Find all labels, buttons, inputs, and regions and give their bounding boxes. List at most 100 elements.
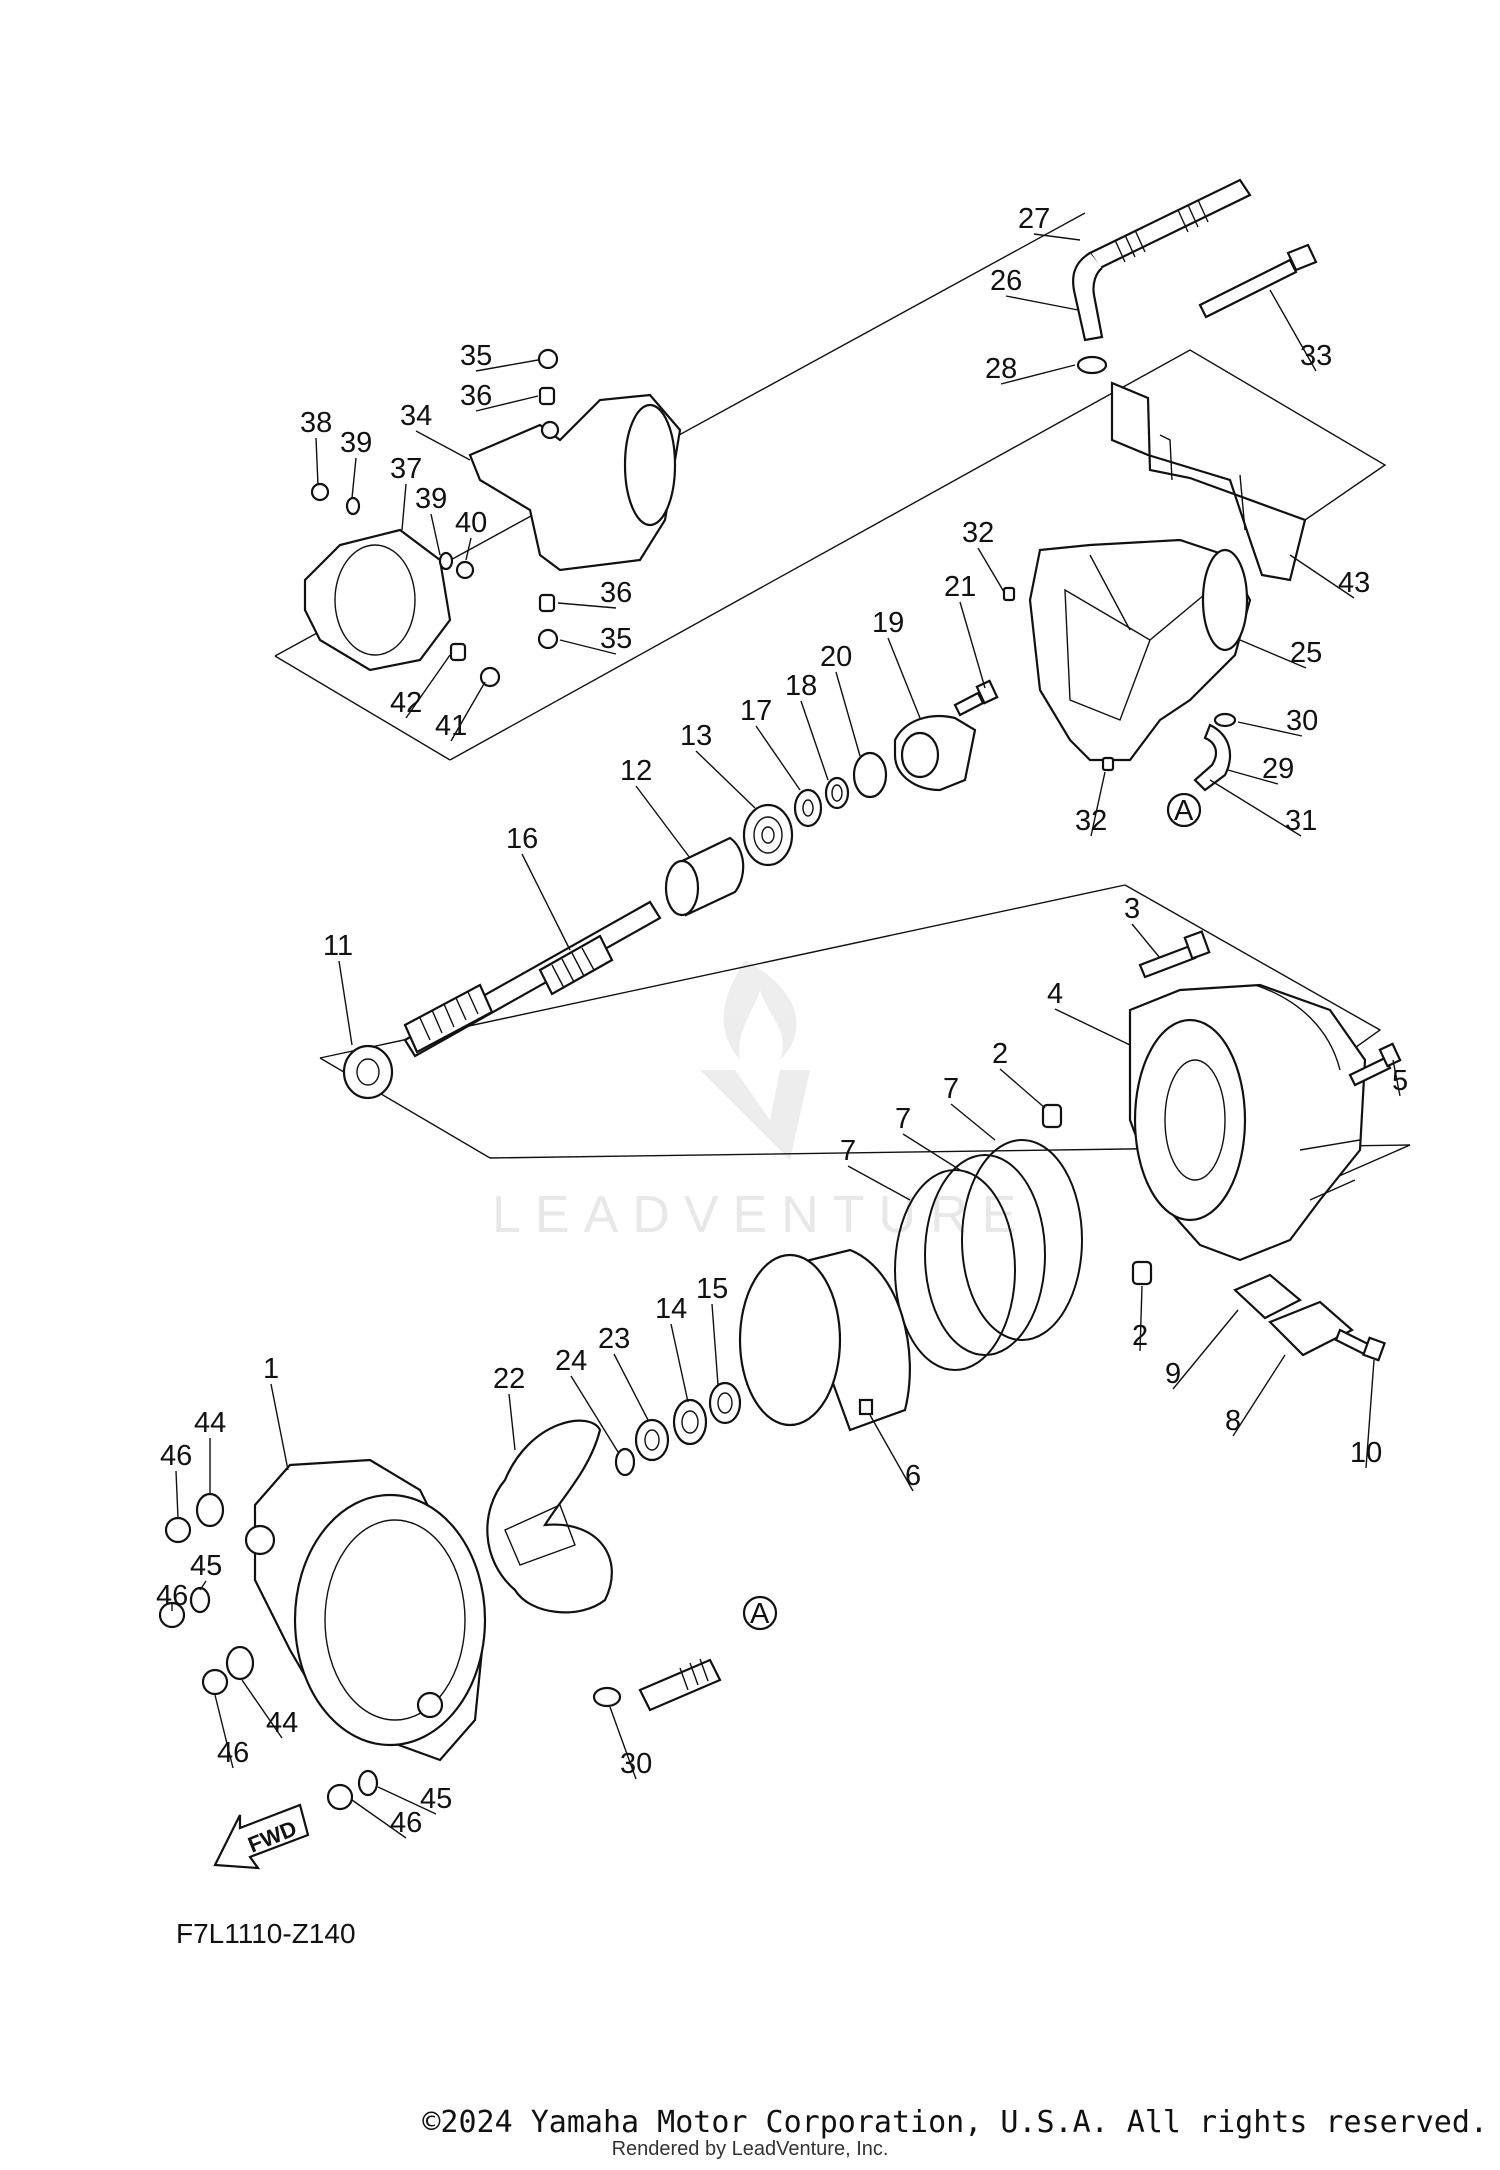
callout-c22: 22	[493, 1363, 525, 1395]
leader-c3	[1131, 923, 1161, 959]
leader-c39b	[430, 513, 441, 556]
leader-c45b	[377, 1786, 437, 1815]
callout-c35a: 35	[460, 340, 492, 372]
part-46-nut-c	[201, 1668, 229, 1696]
callout-c31: 31	[1285, 805, 1317, 837]
leader-c42	[405, 654, 451, 719]
leader-c33	[1269, 289, 1317, 372]
leader-c31	[1209, 779, 1302, 837]
callout-c30b: 30	[620, 1748, 652, 1780]
callout-c5: 5	[1392, 1065, 1408, 1097]
part-5-bolt	[1348, 1042, 1402, 1087]
callout-c25: 25	[1290, 637, 1322, 669]
leader-c43	[1289, 554, 1355, 599]
callout-c36a: 36	[460, 380, 492, 412]
part-18-nut	[824, 776, 850, 810]
part-34-bracket	[468, 393, 682, 572]
callout-c1: 1	[263, 1353, 279, 1385]
leader-c21	[959, 601, 986, 689]
part-32-dowel-b	[1101, 756, 1115, 772]
part-37-bracket	[303, 528, 452, 672]
callout-c24: 24	[555, 1345, 587, 1377]
leader-c6	[869, 1414, 914, 1492]
callout-c19: 19	[872, 607, 904, 639]
part-41-bolt	[479, 666, 501, 688]
leader-c16	[521, 853, 571, 951]
part-10-bolt	[1334, 1328, 1387, 1362]
leader-c23	[613, 1353, 649, 1421]
callout-c10: 10	[1350, 1437, 1382, 1469]
leader-c34	[415, 430, 471, 461]
part-35-bolt-a	[537, 348, 559, 370]
callout-c12: 12	[620, 755, 652, 787]
leader-c35b	[559, 639, 617, 655]
part-42-collar	[449, 642, 467, 662]
callout-c45b: 45	[420, 1783, 452, 1815]
part-44-washer-b	[225, 1645, 255, 1681]
leader-c44b	[241, 1679, 283, 1739]
leader-c20	[835, 671, 861, 757]
callout-c37: 37	[390, 453, 422, 485]
leader-c5	[1392, 1059, 1401, 1097]
callout-c17: 17	[740, 695, 772, 727]
leader-c18	[800, 700, 829, 781]
ref-marker-lower: A	[742, 1595, 778, 1631]
callout-c7c: 7	[840, 1135, 856, 1167]
part-3-bolt	[1138, 930, 1211, 979]
part-35-bolt-b	[537, 628, 559, 650]
copyright-notice: ©2024 Yamaha Motor Corporation, U.S.A. A…	[422, 2105, 1488, 2140]
part-12-sleeve	[664, 836, 745, 917]
part-38-bolt	[310, 482, 330, 502]
part-28-clamp	[1076, 355, 1108, 375]
leader-c30b	[609, 1706, 637, 1780]
callout-c7b: 7	[895, 1103, 911, 1135]
leader-c13	[695, 750, 756, 809]
fwd-arrow: FWD	[213, 1803, 310, 1870]
leader-c25	[1239, 639, 1307, 669]
leader-c10	[1365, 1359, 1375, 1469]
leader-c22	[508, 1393, 516, 1451]
leader-c24	[570, 1375, 619, 1453]
callout-c3: 3	[1124, 893, 1140, 925]
part-11-seal	[342, 1044, 394, 1100]
leader-c7c	[847, 1165, 911, 1201]
callout-c11: 11	[323, 930, 353, 962]
callout-c46a: 46	[160, 1440, 192, 1472]
leader-c46d	[351, 1799, 407, 1839]
leader-c27	[1033, 233, 1081, 241]
callout-c38: 38	[300, 407, 332, 439]
ref-marker-upper: A	[1166, 792, 1202, 828]
leader-c17	[755, 725, 801, 791]
callout-c32b: 32	[1075, 805, 1107, 837]
part-16-shaft	[403, 900, 662, 1058]
leader-c2a	[999, 1068, 1046, 1109]
part-46-nut-a	[164, 1516, 192, 1544]
part-40-nut	[455, 560, 475, 580]
callout-c41: 41	[435, 710, 467, 742]
part-2-dowel-upper	[1041, 1103, 1063, 1129]
part-1-housing	[244, 1458, 487, 1762]
leader-c45a	[199, 1580, 207, 1591]
callout-c2a: 2	[992, 1038, 1008, 1070]
part-2-dowel-lower	[1131, 1260, 1153, 1286]
leader-c29	[1227, 769, 1279, 785]
leader-c32a	[977, 547, 1005, 593]
part-7-rings	[894, 1139, 1083, 1371]
part-8-cover	[1268, 1300, 1354, 1357]
leader-c12	[635, 785, 691, 859]
callout-c46b: 46	[156, 1580, 188, 1612]
callout-c42: 42	[390, 687, 422, 719]
part-32-dowel-a	[1002, 586, 1016, 602]
diagram-code: F7L1110-Z140	[176, 1918, 356, 1949]
leader-c28	[1000, 364, 1076, 385]
part-46-nut-d	[326, 1783, 354, 1811]
callout-c6: 6	[905, 1460, 921, 1492]
part-19-cover	[893, 714, 977, 792]
leader-c38	[315, 437, 319, 486]
part-45-washer-b	[357, 1769, 379, 1797]
callout-c28: 28	[985, 353, 1017, 385]
callout-c39a: 39	[340, 427, 372, 459]
part-14-bearing	[672, 1398, 708, 1446]
callout-c39b: 39	[415, 483, 447, 515]
callout-c13: 13	[680, 720, 712, 752]
